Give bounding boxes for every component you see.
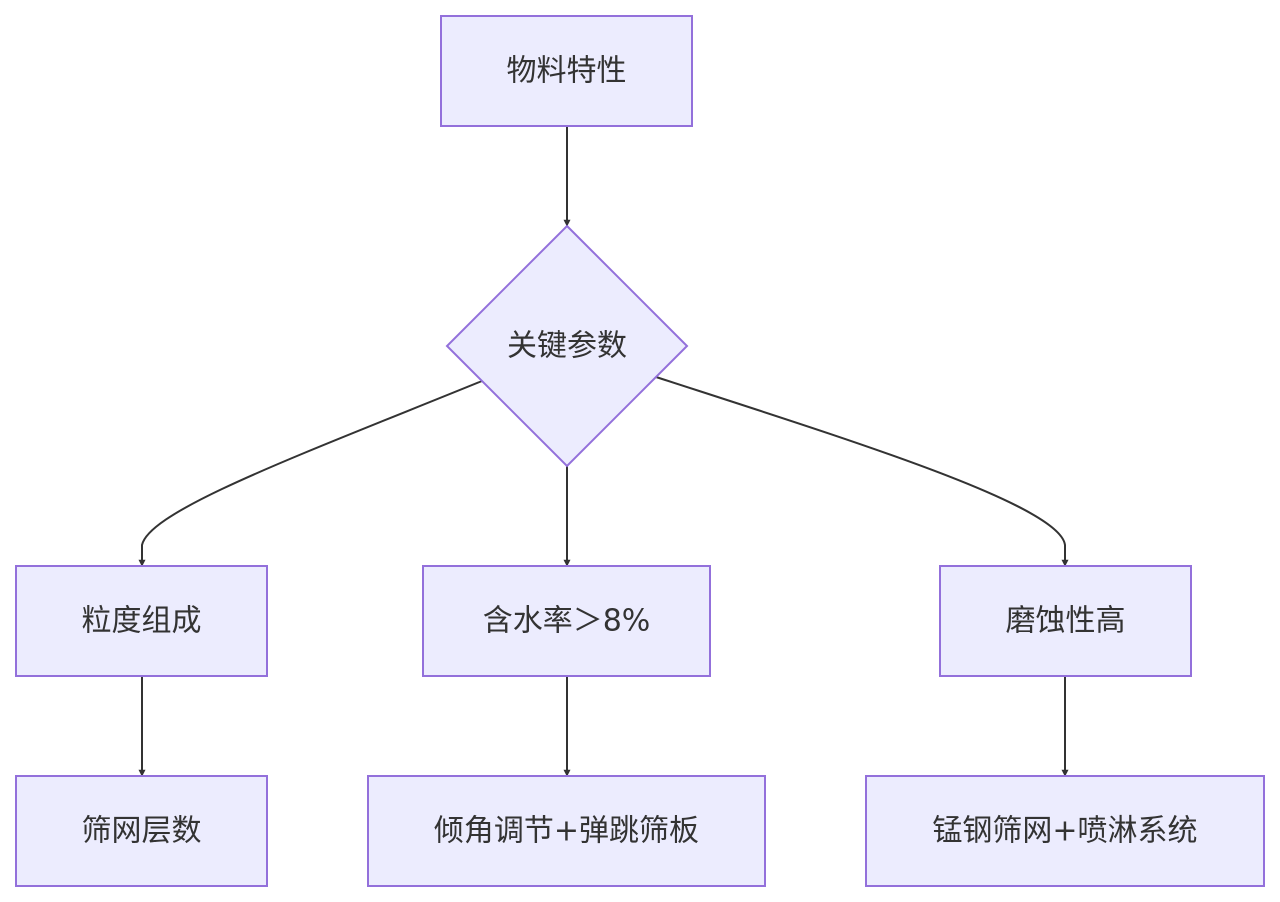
node-material: 物料特性 (440, 15, 693, 127)
node-granularity: 粒度组成 (15, 565, 268, 677)
node-tilt-bounce-label: 倾角调节+弹跳筛板 (434, 814, 699, 849)
node-granularity-label: 粒度组成 (82, 604, 202, 639)
node-material-box (440, 15, 693, 127)
node-abrasion-box (939, 565, 1192, 677)
node-material-label: 物料特性 (507, 54, 627, 89)
edge-key-params-to-abrasion (655, 376, 1069, 567)
node-screen-layers-box (15, 775, 268, 887)
node-manganese-spray-box (865, 775, 1265, 887)
node-granularity-box (15, 565, 268, 677)
node-key-params-diamond (445, 224, 689, 468)
edges (138, 126, 1069, 777)
node-manganese-spray: 锰钢筛网+喷淋系统 (865, 775, 1265, 887)
node-tilt-bounce-box (367, 775, 766, 887)
node-tilt-bounce: 倾角调节+弹跳筛板 (367, 775, 766, 887)
node-abrasion-label: 磨蚀性高 (1006, 604, 1126, 639)
node-moisture-box (422, 565, 711, 677)
node-manganese-spray-label: 锰钢筛网+喷淋系统 (932, 814, 1197, 849)
node-abrasion: 磨蚀性高 (939, 565, 1192, 677)
node-moisture: 含水率＞8% (422, 565, 711, 677)
node-moisture-label: 含水率＞8% (483, 604, 651, 639)
edge-key-params-to-granularity (138, 380, 483, 567)
node-screen-layers-label: 筛网层数 (82, 814, 202, 849)
node-key-params-label: 关键参数 (507, 329, 627, 364)
node-screen-layers: 筛网层数 (15, 775, 268, 887)
node-key-params: 关键参数 (445, 224, 689, 468)
